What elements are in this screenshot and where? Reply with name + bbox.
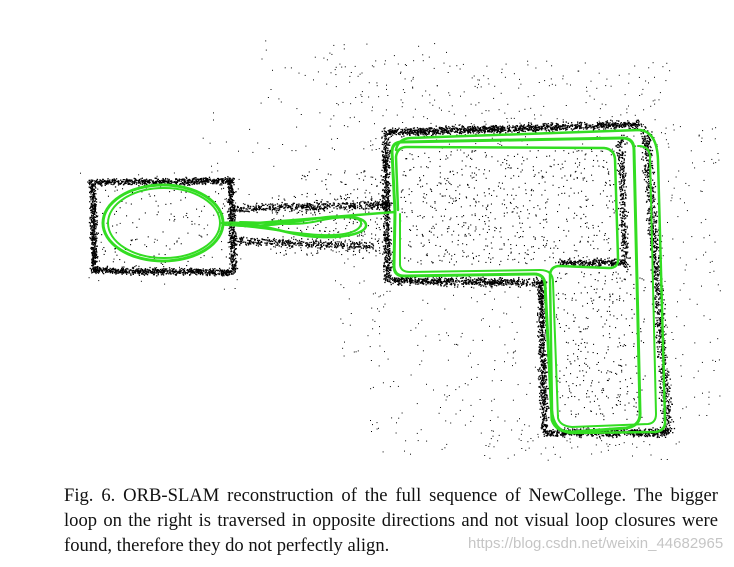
trajectory-right-loop-3 [399, 145, 657, 428]
figure-caption: Fig. 6. ORB-SLAM reconstruction of the f… [64, 485, 718, 556]
slam-reconstruction-figure [80, 40, 721, 461]
trajectory-right-loop [390, 136, 642, 434]
trajectory-left-loop [101, 183, 225, 263]
trajectory-right-loop-2 [394, 128, 667, 435]
camera-trajectory [101, 128, 667, 435]
trajectory-corridor-2 [224, 216, 363, 237]
watermark: https://blog.csdn.net/weixin_44682965 [468, 535, 724, 552]
trajectory-left-loop-2 [107, 187, 221, 259]
